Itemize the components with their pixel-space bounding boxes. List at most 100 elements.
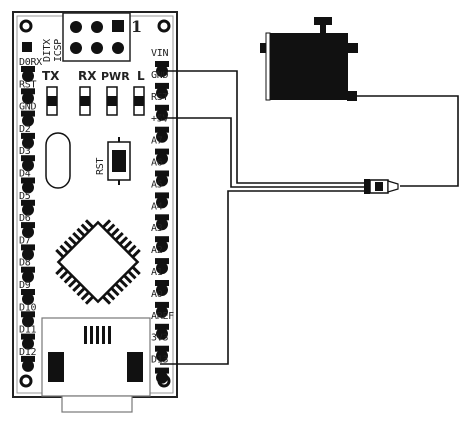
pin-pad-icon [156,371,168,384]
pin-pad-icon [22,203,34,216]
pin-pad-icon [156,327,168,340]
chip-lead [132,266,141,276]
left-pin-label: D2 [19,124,31,135]
right-pin-label: D13 [151,355,168,366]
left-pin-label: D9 [19,280,31,291]
left-pin-label: D5 [19,191,31,202]
pin-pad-icon [156,349,168,362]
right-pin: A0 [151,289,169,318]
led-label-rx: RX [78,69,97,83]
chip-lead [123,240,133,249]
crystal-oscillator-icon [45,132,71,189]
right-pin: AREF [151,311,174,340]
left-pin-label: D0RX [19,57,42,68]
reset-button-label: RST [95,158,106,175]
left-pin-label: D11 [19,325,36,336]
icsp-pin-square [112,20,124,32]
chip-lead [55,248,64,258]
chip-lead [102,219,112,228]
right-pin-label: A5 [151,179,163,190]
right-pin: A1 [151,267,169,296]
right-pin: A5 [151,179,169,209]
pin-pad-icon [156,174,168,187]
chip-lead [84,219,94,228]
pin-pad-icon [156,152,168,165]
icsp-pin [112,42,124,54]
left-pin-label: D7 [19,235,31,246]
pin-pad-icon [156,218,168,231]
right-pin-label: A6 [151,158,163,169]
left-pin: RST [19,79,37,105]
left-pin: D3 [19,146,35,172]
wire-gnd [160,70,367,184]
right-pin-label: GND [151,70,168,81]
icsp-pin [70,42,82,54]
left-pin: D12 [19,347,37,372]
wire-5v [160,117,232,181]
chip-lead [72,231,81,241]
led-pwr-icon [106,86,118,116]
pin-pad-icon [156,86,168,99]
left-pin-label: D3 [19,146,31,157]
chip-lead [106,292,116,301]
left-pin-label: D12 [19,347,36,358]
chip-lead [72,283,81,293]
right-pin-label: A3 [151,223,163,234]
servo-cable [357,95,459,187]
chip-lead [102,296,112,305]
mounting-hole-icon [157,19,171,33]
led-label-l: L [137,69,145,83]
right-pin-label: +5V [151,114,168,125]
chip-lead [115,231,124,241]
led-l-icon [133,86,145,116]
icsp-header [62,12,131,62]
right-pin: +5V [151,114,169,143]
chip-lead [59,270,68,280]
left-pin-label: GND [19,102,36,113]
pin-pad-icon [156,240,168,253]
right-pin-label: 3V3 [151,333,168,344]
left-pin: GND [19,102,37,127]
pin-pad-icon [22,136,34,149]
right-pin-label: RST [151,92,168,103]
chip-lead [67,279,77,288]
pin-pad-icon [22,114,34,127]
chip-lead [119,279,129,288]
chip-lead [59,244,68,254]
pin-pad-icon [22,293,34,305]
led-label-pwr: PWR [101,70,130,83]
icsp-label: ICSP [53,39,64,62]
right-pin: D13 [151,355,169,384]
chip-lead [128,244,137,254]
servo-motor-icon [260,17,358,101]
right-pin: A6 [151,158,169,187]
icsp-pin [91,21,103,33]
right-pin-label: A1 [151,267,163,278]
led-label-tx: TX [42,69,60,83]
chip-lead [128,270,137,280]
left-pin: D2 [19,124,35,149]
chip-lead [111,287,120,297]
pin-pad-icon [22,270,34,283]
right-pin-label: AREF [151,311,174,322]
chip-lead [67,236,77,245]
pin-pad-icon [22,159,34,172]
left-pin-label: D10 [19,302,36,313]
chip-lead [80,223,90,232]
chip-lead [111,227,120,237]
left-pin: D5 [19,191,35,216]
pin-pad-icon [156,130,168,143]
led-rx-icon [79,86,91,116]
right-pin-label: VIN [151,48,168,59]
right-pin: A7 [151,136,169,165]
right-pin: A4 [151,201,169,231]
chip-lead [80,292,90,301]
left-pin: D9 [19,280,35,305]
left-pin: D7 [19,235,35,261]
left-pin-label: D8 [19,258,31,269]
left-pin-label: RST [19,79,36,90]
pin-pad-icon [22,337,34,350]
right-pin: A3 [151,223,169,253]
